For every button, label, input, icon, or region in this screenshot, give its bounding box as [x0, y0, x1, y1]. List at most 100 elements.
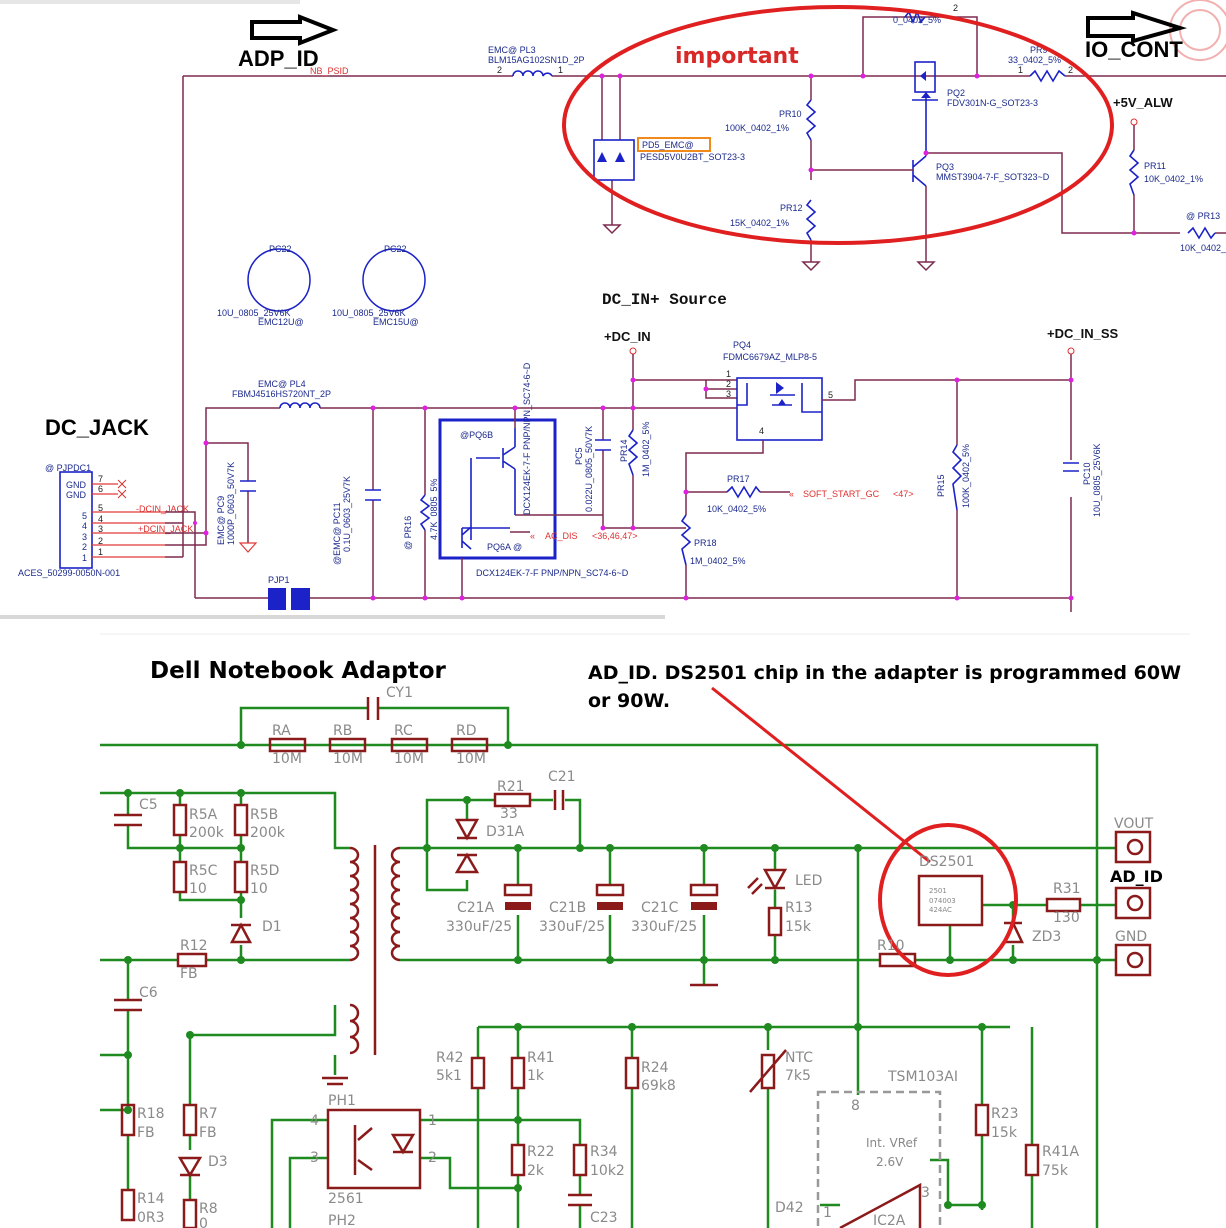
- c21-capacitor: [553, 790, 565, 810]
- r24-label: R24: [641, 1060, 669, 1076]
- soft-start-arrow-icon: «: [789, 489, 794, 499]
- dc-jack-label: DC_JACK: [45, 415, 149, 440]
- pr15-val: 100K_0402_5%: [961, 444, 971, 508]
- r8-resistor: [182, 1198, 198, 1228]
- svg-text:5: 5: [828, 390, 833, 400]
- r18-resistor: [120, 1103, 136, 1137]
- r24-value: 69k8: [641, 1078, 676, 1094]
- r22-value: 2k: [527, 1163, 545, 1179]
- r12-label: R12: [180, 938, 208, 954]
- r14-label: R14: [137, 1191, 165, 1207]
- pc9-wires: [206, 442, 249, 543]
- r41a-label: R41A: [1042, 1144, 1080, 1160]
- pr16-val: 4.7K_0805_5%: [429, 478, 439, 540]
- pjp1-jumper: [291, 588, 310, 610]
- pq4-mosfet: [736, 377, 823, 441]
- ground-icon: [322, 1076, 348, 1086]
- pjpdc1-ref: @ PJPDC1: [45, 463, 91, 473]
- svg-text:2: 2: [98, 536, 103, 546]
- r34-resistor: [572, 1143, 588, 1177]
- pl4-ref: EMC@ PL4: [258, 379, 306, 389]
- pc11-val: 0.1U_0603_25V7K: [342, 476, 352, 552]
- pr17-ref: PR17: [727, 474, 750, 484]
- pc11-capacitor: [365, 489, 381, 501]
- ph1-pin-2: 2: [428, 1150, 437, 1166]
- pr13-ref: @ PR13: [1186, 211, 1220, 221]
- adp-id-label: ADP_ID: [238, 46, 319, 71]
- svg-text:2: 2: [1068, 65, 1073, 75]
- r7-value: FB: [199, 1125, 217, 1141]
- c21-label: C21: [548, 769, 576, 785]
- svg-text:1: 1: [98, 547, 103, 557]
- pq2-mosfet: [914, 61, 936, 93]
- pc22-footprint-b: [362, 248, 426, 312]
- pr9-val: 33_0402_5%: [1008, 55, 1061, 65]
- ra-label: RA: [272, 723, 291, 739]
- ph1-pin-1: 1: [428, 1113, 437, 1129]
- pr11-resistor: [1128, 149, 1140, 196]
- r5c-value: 10: [189, 881, 207, 897]
- r23-resistor: [974, 1103, 990, 1137]
- r18-label: R18: [137, 1106, 165, 1122]
- ac-dis-arrow-icon: «: [530, 531, 535, 541]
- svg-text:2: 2: [953, 3, 958, 13]
- pq2-icon: [920, 71, 931, 98]
- important-highlight-ellipse: [562, 5, 1114, 245]
- pq6b-ref: @PQ6B: [460, 430, 493, 440]
- soft-start-label: SOFT_START_GC: [803, 489, 880, 499]
- pc9-ref: EMC@ PC9: [216, 496, 226, 545]
- cy1-capacitor: [366, 697, 380, 720]
- r22-resistor: [510, 1143, 526, 1177]
- pr16-resistor: [419, 494, 431, 531]
- pr18-resistor: [680, 514, 692, 566]
- pjp1-jumper: [268, 588, 286, 610]
- c5-capacitor: [114, 813, 142, 827]
- svg-text:1: 1: [558, 65, 563, 75]
- r21-resistor: [493, 792, 532, 808]
- cy1-label: CY1: [386, 685, 413, 701]
- ph1-part: 2561: [328, 1191, 364, 1207]
- ph1-pin-4: 4: [310, 1113, 319, 1129]
- pq4-ref: PQ4: [733, 340, 751, 350]
- power-port-icon: [1067, 347, 1075, 355]
- r5a-label: R5A: [189, 807, 218, 823]
- svg-text:2: 2: [497, 65, 502, 75]
- ad-id-terminal: [1114, 886, 1152, 920]
- pq2-part: FDV301N-G_SOT23-3: [947, 98, 1038, 108]
- d31a-label: D31A: [486, 824, 525, 840]
- r5d-value: 10: [250, 881, 268, 897]
- d42-label: D42: [775, 1200, 804, 1216]
- r21-label: R21: [497, 779, 525, 795]
- c23-label: C23: [590, 1210, 618, 1226]
- transformer-primary: [349, 846, 360, 962]
- pr15-resistor: [951, 444, 963, 511]
- pc5-ref: PC5: [574, 447, 584, 465]
- led-light-icon: [747, 877, 763, 895]
- rc-resistor: [390, 737, 429, 753]
- pc9-capacitor: [240, 480, 256, 492]
- pc5-capacitor: [595, 439, 611, 451]
- pr18-ref: PR18: [694, 538, 717, 548]
- vout-label: VOUT: [1114, 816, 1154, 832]
- r31-resistor: [1045, 897, 1082, 913]
- pc11-ref: @EMC@ PC11: [332, 502, 342, 565]
- ntc-label: NTC: [785, 1050, 813, 1066]
- r41a-resistor: [1024, 1143, 1040, 1177]
- r10-resistor: [878, 952, 917, 968]
- ground-icon: [238, 542, 258, 553]
- power-port-icon: [629, 347, 637, 355]
- tsm103ai-label: TSM103AI: [887, 1069, 958, 1085]
- r5d-resistor: [233, 860, 249, 894]
- output-wires: [956, 354, 1072, 598]
- r12-resistor: [176, 952, 208, 968]
- c21a-plate: [505, 902, 531, 910]
- pc9-val: 1000P_0603_50V7K: [226, 462, 236, 545]
- ph1-internals: [353, 1125, 416, 1175]
- c21c-capacitor: [689, 883, 719, 897]
- pq6-dual-transistor: [438, 418, 557, 560]
- no-connect-icon: [117, 479, 127, 499]
- pr12-resistor: [805, 199, 817, 241]
- vref-value: 2.6V: [876, 1155, 904, 1169]
- dc-in-source-title: DC_IN+ Source: [602, 291, 727, 309]
